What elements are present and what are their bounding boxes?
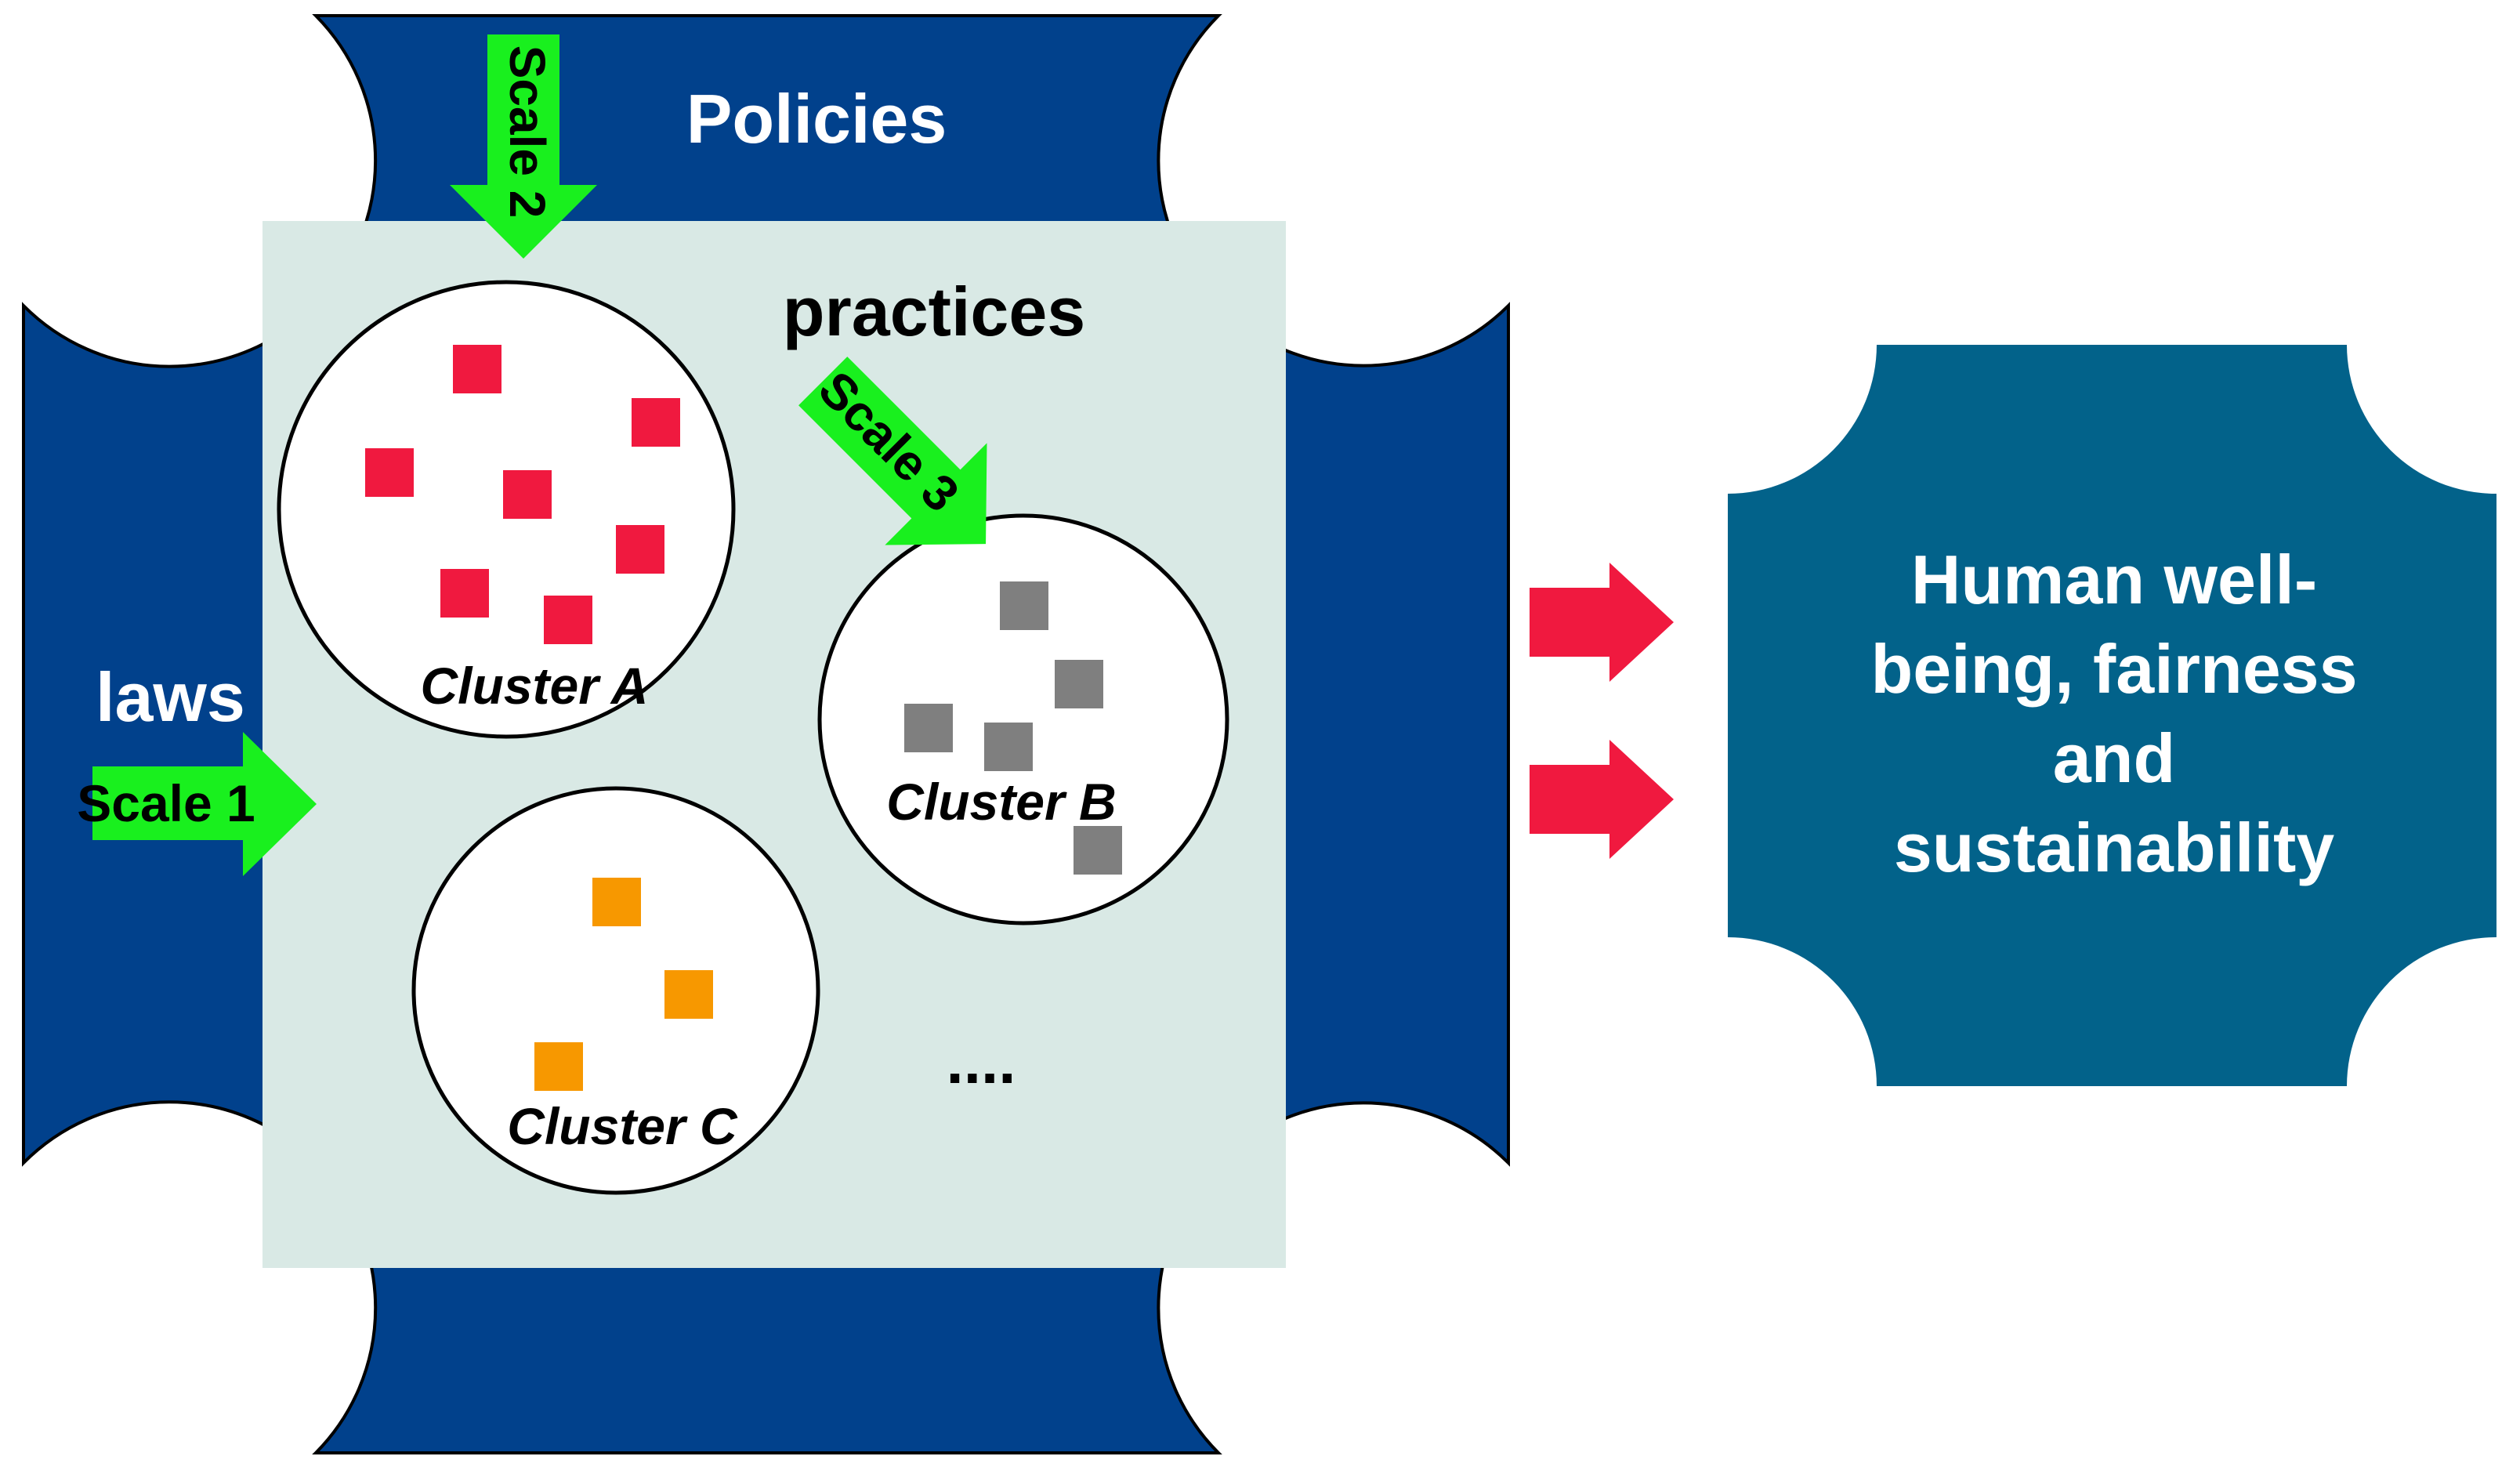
cluster-a-label: Cluster A xyxy=(421,657,649,715)
ellipsis-label: .... xyxy=(947,1027,1016,1096)
cluster-item xyxy=(632,398,680,447)
cluster-item xyxy=(1000,581,1048,630)
cluster-item xyxy=(904,704,953,752)
cluster-item xyxy=(440,569,489,618)
cluster-item xyxy=(616,525,664,574)
scale-1-arrow: Scale 1 xyxy=(77,732,317,876)
cluster-item xyxy=(534,1042,583,1091)
cluster-b-label: Cluster B xyxy=(886,773,1116,831)
outcome-line-3: and xyxy=(2053,719,2175,797)
cluster-item xyxy=(984,723,1033,771)
outcome-line-1: Human well- xyxy=(1911,541,2317,618)
outcome-box xyxy=(1728,345,2496,1086)
policies-label: Policies xyxy=(686,80,947,158)
cluster-c: Cluster C xyxy=(411,786,820,1195)
cluster-c-circle xyxy=(411,786,820,1195)
cluster-b-circle xyxy=(817,513,1229,925)
cluster-item xyxy=(453,345,501,393)
cluster-item xyxy=(544,596,592,644)
cluster-b: Cluster B xyxy=(817,513,1229,925)
cluster-item xyxy=(664,970,713,1019)
cluster-item xyxy=(1055,660,1103,708)
practices-label: practices xyxy=(783,273,1085,350)
scale-1-label: Scale 1 xyxy=(77,774,255,832)
cluster-a: Cluster A xyxy=(277,280,736,739)
cluster-item xyxy=(592,878,641,926)
cluster-item xyxy=(365,448,414,497)
flow-arrow-upper xyxy=(1530,563,1674,682)
scale-2-label: Scale 2 xyxy=(499,45,556,219)
outcome-line-4: sustainability xyxy=(1894,809,2334,886)
laws-label: laws xyxy=(96,658,245,736)
cluster-item xyxy=(1074,826,1122,875)
cluster-item xyxy=(503,470,552,519)
scale-2-arrow: Scale 2 xyxy=(450,34,597,259)
cluster-c-label: Cluster C xyxy=(507,1097,738,1155)
outcome-line-2: being, fairness xyxy=(1870,630,2357,708)
flow-arrow-lower xyxy=(1530,740,1674,859)
outcome-text: Human well- being, fairness and sustaina… xyxy=(1870,541,2357,886)
